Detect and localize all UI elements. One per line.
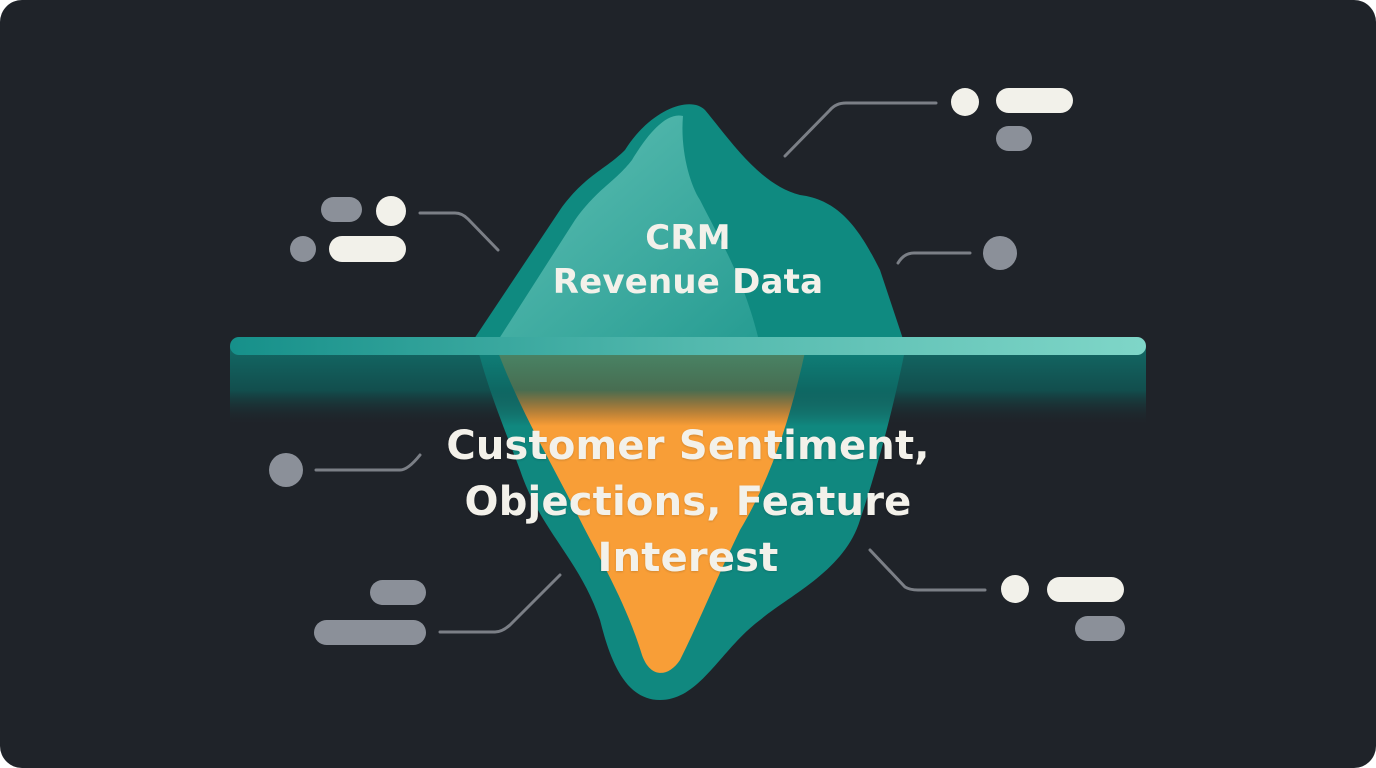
dot-icon	[1001, 575, 1029, 603]
connector-top-left	[418, 211, 500, 252]
above-water-label-line1: CRM	[645, 218, 731, 258]
dot-icon	[269, 453, 303, 487]
dot-icon	[290, 236, 316, 262]
pill-gray	[996, 126, 1032, 151]
connector-bottom-left	[438, 573, 562, 634]
pill-light	[1047, 577, 1124, 602]
connector-top-right	[783, 101, 938, 158]
pill-gray	[321, 197, 362, 222]
above-water-label: CRM Revenue Data	[488, 216, 888, 304]
water-surface	[230, 337, 1146, 426]
below-water-label-line1: Customer Sentiment,	[446, 423, 930, 469]
below-water-label-line3: Interest	[597, 535, 779, 581]
connector-bottom-right	[868, 548, 987, 592]
below-water-label: Customer Sentiment, Objections, Feature …	[388, 418, 988, 586]
pill-gray	[370, 580, 426, 605]
pill-gray	[314, 620, 426, 645]
placeholder-items	[269, 88, 1125, 645]
connector-lines	[314, 101, 987, 634]
dot-icon	[983, 236, 1017, 270]
iceberg-submerged	[478, 350, 905, 700]
below-water-label-line2: Objections, Feature	[464, 479, 912, 525]
connector-mid-right	[896, 251, 972, 265]
dot-icon	[951, 88, 979, 116]
dot-icon	[376, 196, 406, 226]
connector-mid-left	[314, 453, 422, 472]
pill-light	[329, 236, 406, 262]
pill-gray	[1075, 616, 1125, 641]
iceberg-tip	[470, 104, 905, 345]
above-water-label-line2: Revenue Data	[552, 262, 824, 302]
pill-light	[996, 88, 1073, 113]
